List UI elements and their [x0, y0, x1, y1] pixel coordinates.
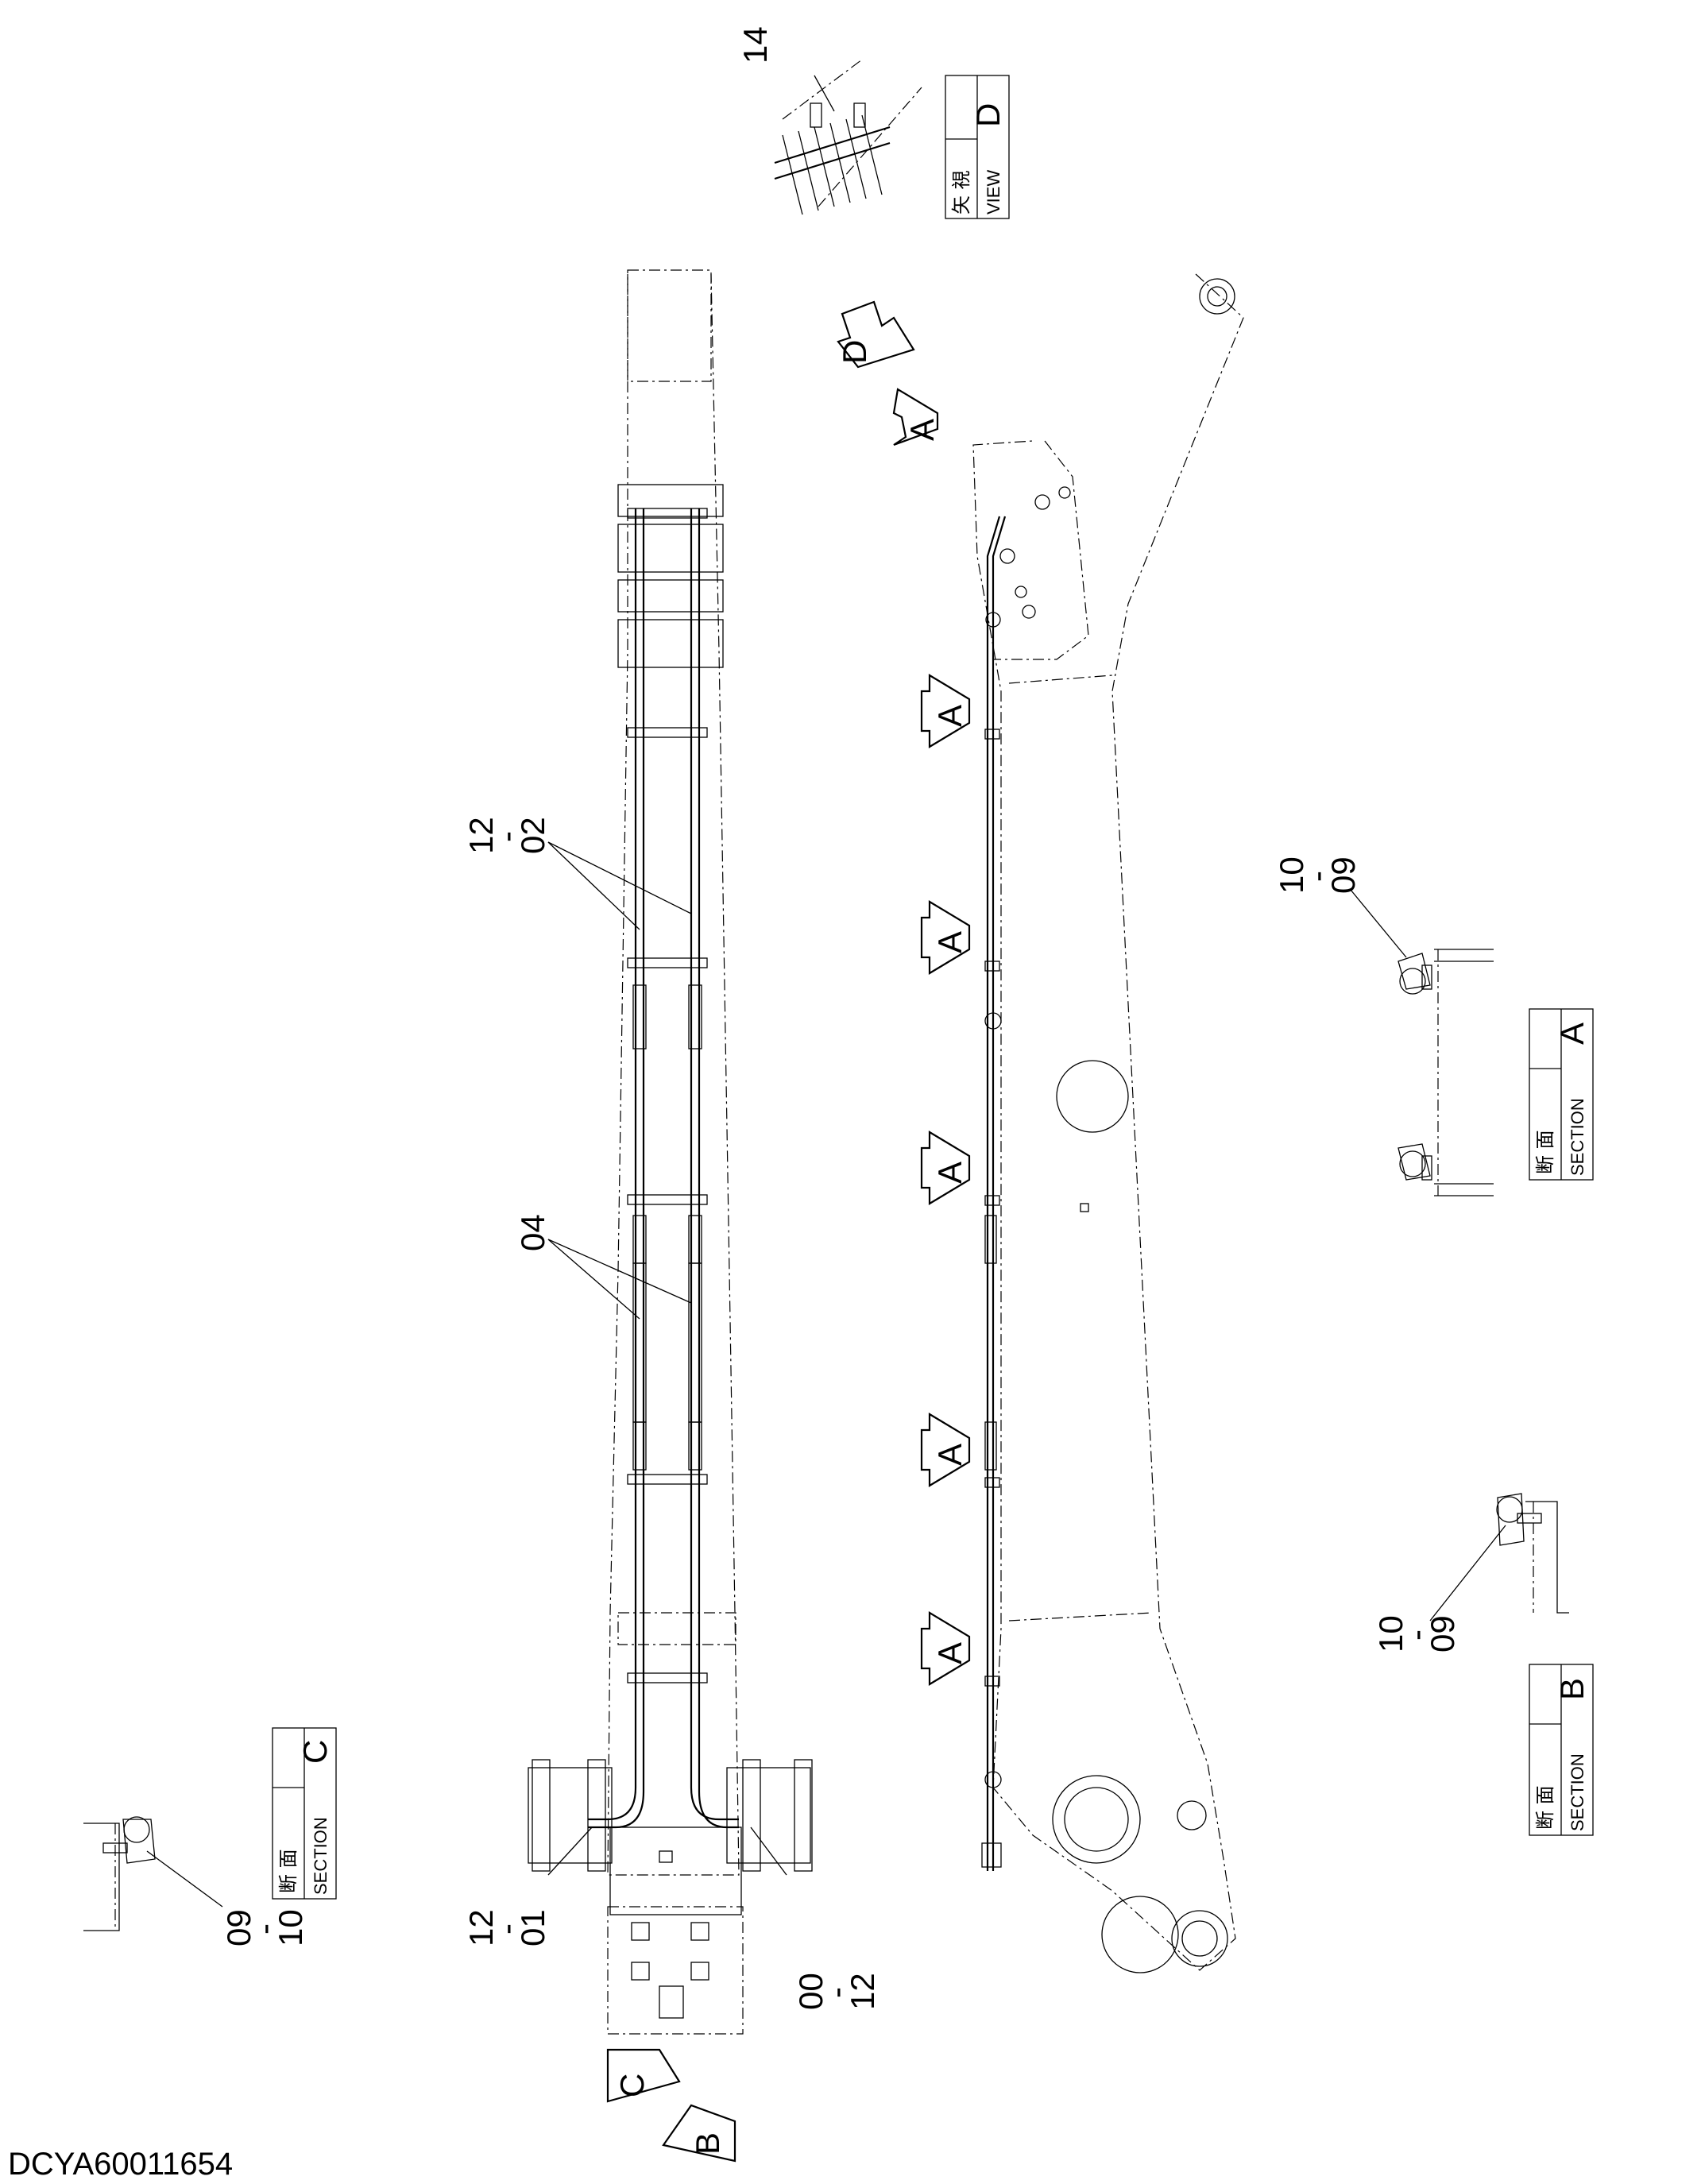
- arrow-a-5: A: [920, 1413, 971, 1487]
- svg-text:-: -: [818, 1987, 855, 1998]
- svg-text:C: C: [296, 1740, 334, 1764]
- arrow-b: B: [662, 2104, 736, 2163]
- svg-text:C: C: [613, 2074, 651, 2097]
- leader-lines: [146, 75, 1506, 1908]
- svg-text:A: A: [931, 1444, 968, 1466]
- svg-text:10: 10: [1273, 856, 1310, 894]
- section-b-box: 断 面 SECTION B: [1529, 1664, 1594, 1836]
- svg-text:D: D: [969, 103, 1007, 127]
- svg-text:D: D: [836, 340, 873, 364]
- arrow-a-3: A: [920, 900, 971, 975]
- svg-text:B: B: [1553, 1678, 1591, 1700]
- part-labels: 14 12 - 02 04 10 - 09 10 - 09 09 - 10 12…: [220, 26, 1461, 2010]
- label-12-01: 12 - 01: [462, 1909, 551, 1946]
- svg-text:A: A: [931, 931, 968, 953]
- svg-text:SECTION: SECTION: [1568, 1753, 1587, 1831]
- arrow-c: C: [606, 2048, 681, 2103]
- label-12-02: 12 - 02: [462, 817, 551, 854]
- svg-text:A: A: [931, 705, 968, 727]
- view-d-detail: [774, 59, 922, 215]
- arrow-a-4: A: [920, 1131, 971, 1205]
- section-c-detail: [83, 1816, 156, 1931]
- svg-text:-: -: [488, 831, 525, 842]
- hose-clamps: [627, 508, 708, 1683]
- svg-text:-: -: [1298, 871, 1336, 882]
- svg-text:矢 視: 矢 視: [950, 170, 972, 215]
- svg-text:A: A: [931, 1162, 968, 1184]
- view-d-box: 矢 視 VIEW D: [945, 75, 1010, 219]
- section-a-box: 断 面 SECTION A: [1529, 1008, 1594, 1181]
- svg-text:断 面: 断 面: [1534, 1130, 1556, 1174]
- label-00-12: 00 - 12: [792, 1973, 881, 2010]
- svg-text:12: 12: [462, 1909, 500, 1946]
- svg-text:SECTION: SECTION: [1568, 1098, 1587, 1176]
- svg-text:-: -: [245, 1923, 283, 1935]
- label-14: 14: [736, 26, 774, 64]
- section-b-detail: [1496, 1493, 1569, 1614]
- label-09-10-c: 09 - 10: [220, 1909, 309, 1946]
- drawing-id: DCYA60011654: [8, 2147, 233, 2182]
- svg-text:断 面: 断 面: [277, 1849, 300, 1893]
- arm-hoses: [588, 508, 739, 1829]
- svg-text:09: 09: [1324, 856, 1362, 894]
- label-04: 04: [514, 1214, 551, 1251]
- svg-text:SECTION: SECTION: [311, 1817, 331, 1895]
- section-a-detail: [1398, 949, 1494, 1196]
- arm-top-view: [528, 269, 813, 2035]
- svg-text:A: A: [903, 419, 941, 441]
- svg-text:09: 09: [220, 1909, 257, 1946]
- svg-text:12: 12: [844, 1973, 881, 2010]
- svg-text:-: -: [1398, 1629, 1435, 1641]
- arrow-d: D: [836, 300, 915, 369]
- svg-text:12: 12: [462, 817, 500, 854]
- arrow-a-1: A: [892, 388, 941, 446]
- svg-text:-: -: [488, 1923, 525, 1935]
- label-10-09-b: 10 - 09: [1372, 1615, 1461, 1652]
- svg-text:00: 00: [792, 1973, 829, 2010]
- arrow-a-2: A: [920, 674, 971, 748]
- svg-text:09: 09: [1424, 1615, 1461, 1652]
- svg-text:A: A: [931, 1642, 968, 1664]
- svg-text:10: 10: [272, 1909, 309, 1946]
- svg-text:A: A: [1553, 1022, 1591, 1045]
- arm-side-view: [972, 273, 1244, 1973]
- side-hose: [981, 516, 1007, 1871]
- label-10-09-a: 10 - 09: [1273, 856, 1362, 894]
- svg-text:10: 10: [1372, 1615, 1409, 1652]
- svg-text:断 面: 断 面: [1534, 1785, 1556, 1830]
- svg-text:01: 01: [514, 1909, 551, 1946]
- svg-text:02: 02: [514, 817, 551, 854]
- section-arrows: D A A A A A A C: [606, 300, 971, 2163]
- section-c-box: 断 面 SECTION C: [272, 1727, 337, 1900]
- svg-text:B: B: [689, 2132, 726, 2155]
- arrow-a-6: A: [920, 1611, 971, 1686]
- svg-text:VIEW: VIEW: [984, 170, 1003, 215]
